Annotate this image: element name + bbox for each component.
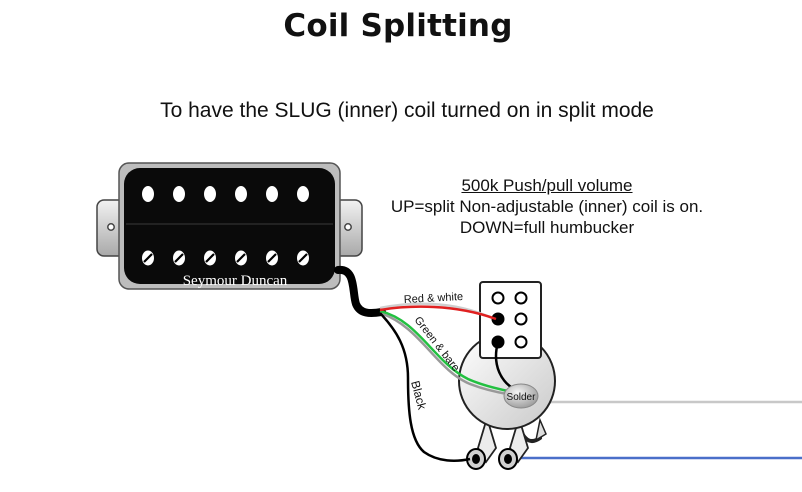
black-wire — [379, 312, 471, 462]
humbucker-pickup: Seymour Duncan — [118, 162, 341, 290]
red-white-wire-label: Red & white — [404, 291, 464, 306]
pot-notes-heading: 500k Push/pull volume — [461, 176, 633, 195]
diagram-subtitle: To have the SLUG (inner) coil turned on … — [160, 99, 654, 122]
red-wire — [379, 305, 497, 321]
pot-lugs — [466, 448, 518, 470]
pickup-pole-screws — [142, 250, 309, 266]
pickup-pole-holes — [142, 186, 309, 202]
pot-notes-up: UP=split Non-adjustable (inner) coil is … — [390, 197, 704, 216]
pot-notes: 500k Push/pull volume UP=split Non-adjus… — [368, 175, 726, 238]
solder-label: Solder — [507, 392, 537, 403]
bare-wire — [379, 311, 521, 398]
pickup-cable — [334, 266, 386, 317]
pickup-brand-label: Seymour Duncan — [183, 273, 288, 289]
green-bare-wire-label: Green & bare — [412, 314, 462, 373]
black-wire-label: Black — [408, 379, 429, 412]
diagram-title: Coil Splitting — [283, 8, 513, 44]
pot-notes-down: DOWN=full humbucker — [459, 218, 635, 237]
green-wire — [379, 309, 521, 396]
solder-point: Solder — [503, 383, 539, 409]
